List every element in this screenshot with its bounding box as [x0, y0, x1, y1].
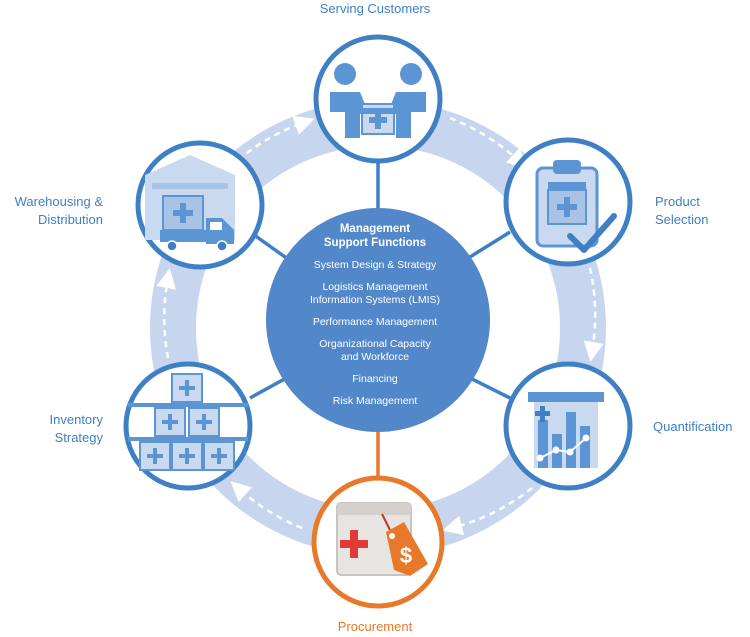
arrow-procurement-to-inventory: [230, 481, 303, 530]
handshake-icon: [330, 63, 426, 138]
function-item: System Design & Strategy: [313, 259, 437, 271]
center-title: Management Support Functions: [323, 223, 427, 249]
bar-chart-icon: [528, 392, 604, 468]
label-product-selection: Product Selection: [655, 194, 709, 227]
label-procurement: Procurement: [337, 619, 413, 634]
label-serving-customers: Serving Customers: [319, 1, 431, 16]
dollar-sign-icon: $: [400, 543, 412, 568]
arrow-quantification-to-procurement: [442, 487, 533, 536]
spoke-warehousing: [248, 230, 294, 264]
node-quantification: [503, 361, 633, 491]
function-item: Risk Management: [332, 395, 418, 407]
function-item: Logistics Management Information Systems…: [309, 281, 441, 306]
stacked-boxes-icon: [128, 373, 248, 471]
function-item: Organizational Capacity and Workforce: [319, 338, 431, 363]
function-item: Financing: [352, 373, 398, 385]
node-serving-customers: [313, 34, 443, 164]
node-product-selection: [503, 137, 633, 267]
warehouse-truck-icon: [145, 155, 235, 252]
clipboard-check-icon: [535, 160, 617, 253]
management-support-functions: Management Support Functions System Desi…: [290, 222, 460, 417]
label-warehousing-distribution: Warehousing & Distribution: [14, 194, 103, 227]
arrow-inventory-to-warehousing: [156, 268, 176, 359]
spoke-quantification: [465, 374, 511, 400]
arrow-serving-to-product: [449, 116, 528, 169]
node-inventory-strategy: [123, 361, 253, 491]
arrow-product-to-quantification: [583, 267, 604, 362]
node-procurement: $: [311, 475, 445, 609]
label-inventory-strategy: Inventory Strategy: [49, 412, 103, 445]
price-tag-box-icon: $: [336, 502, 428, 576]
function-item: Performance Management: [312, 316, 438, 328]
node-warehousing-distribution: [135, 140, 265, 270]
management-support-circle: [266, 208, 490, 432]
label-quantification: Quantification: [653, 419, 733, 434]
